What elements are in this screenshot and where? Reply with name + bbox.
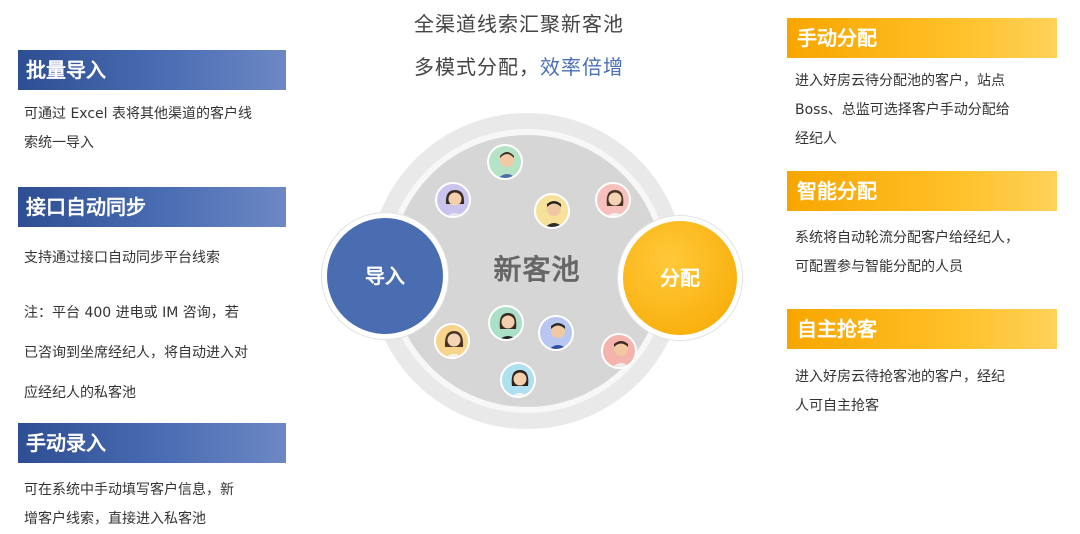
section-desc-manual-entry: 可在系统中手动填写客户信息，新 增客户线索，直接进入私客池: [24, 476, 234, 534]
headline-line1: 全渠道线索汇聚新客池: [414, 12, 624, 36]
desc-line: 人可自主抢客: [795, 398, 879, 414]
section-title-batch-import: 批量导入: [18, 50, 286, 90]
avatar: [487, 144, 523, 180]
desc-line: 可通过 Excel 表将其他渠道的客户线: [24, 106, 252, 122]
note-line: 应经纪人的私客池: [24, 385, 136, 401]
section-desc-smart-assign: 系统将自动轮流分配客户给经纪人， 可配置参与智能分配的人员: [795, 224, 1019, 282]
section-desc-batch-import: 可通过 Excel 表将其他渠道的客户线 索统一导入: [24, 100, 252, 158]
headline-line2: 多模式分配，效率倍增: [414, 51, 624, 80]
section-title-self-grab: 自主抢客: [787, 309, 1057, 349]
desc-line: 增客户线索，直接进入私客池: [24, 511, 206, 527]
import-circle: 导入: [322, 213, 448, 339]
desc-line: 可配置参与智能分配的人员: [795, 259, 963, 275]
assign-circle: 分配: [618, 216, 742, 340]
avatar: [435, 182, 471, 218]
desc-line: 进入好房云待抢客池的客户，经纪: [795, 369, 1005, 385]
section-title-api-sync: 接口自动同步: [18, 187, 286, 227]
avatar: [434, 323, 470, 359]
desc-line: 系统将自动轮流分配客户给经纪人，: [795, 230, 1019, 246]
note-line: 已咨询到坐席经纪人，将自动进入对: [24, 345, 248, 361]
avatar: [488, 305, 524, 341]
avatar: [500, 362, 536, 398]
section-desc-manual-assign: 进入好房云待分配池的客户，站点 Boss、总监可选择客户手动分配给 经纪人: [795, 67, 1010, 154]
pool-center-label: 新客池: [493, 253, 581, 286]
section-desc-api-sync: 支持通过接口自动同步平台线索: [24, 250, 220, 266]
section-note-api-sync: 注：平台 400 进电或 IM 咨询，若 已咨询到坐席经纪人，将自动进入对 应经…: [24, 293, 248, 413]
desc-line: 索统一导入: [24, 135, 94, 151]
desc-line: 经纪人: [795, 131, 837, 147]
desc-line: 进入好房云待分配池的客户，站点: [795, 73, 1005, 89]
avatar: [601, 333, 637, 369]
section-title-manual-assign: 手动分配: [787, 18, 1057, 58]
avatar: [538, 315, 574, 351]
headline-line2-accent: 效率倍增: [540, 55, 624, 79]
avatar: [595, 182, 631, 218]
desc-line: Boss、总监可选择客户手动分配给: [795, 102, 1010, 118]
avatar: [534, 193, 570, 229]
note-line: 注：平台 400 进电或 IM 咨询，若: [24, 305, 239, 321]
desc-line: 可在系统中手动填写客户信息，新: [24, 482, 234, 498]
section-title-manual-entry: 手动录入: [18, 423, 286, 463]
section-title-smart-assign: 智能分配: [787, 171, 1057, 211]
headline-line2-prefix: 多模式分配，: [414, 55, 540, 79]
section-desc-self-grab: 进入好房云待抢客池的客户，经纪 人可自主抢客: [795, 363, 1005, 421]
